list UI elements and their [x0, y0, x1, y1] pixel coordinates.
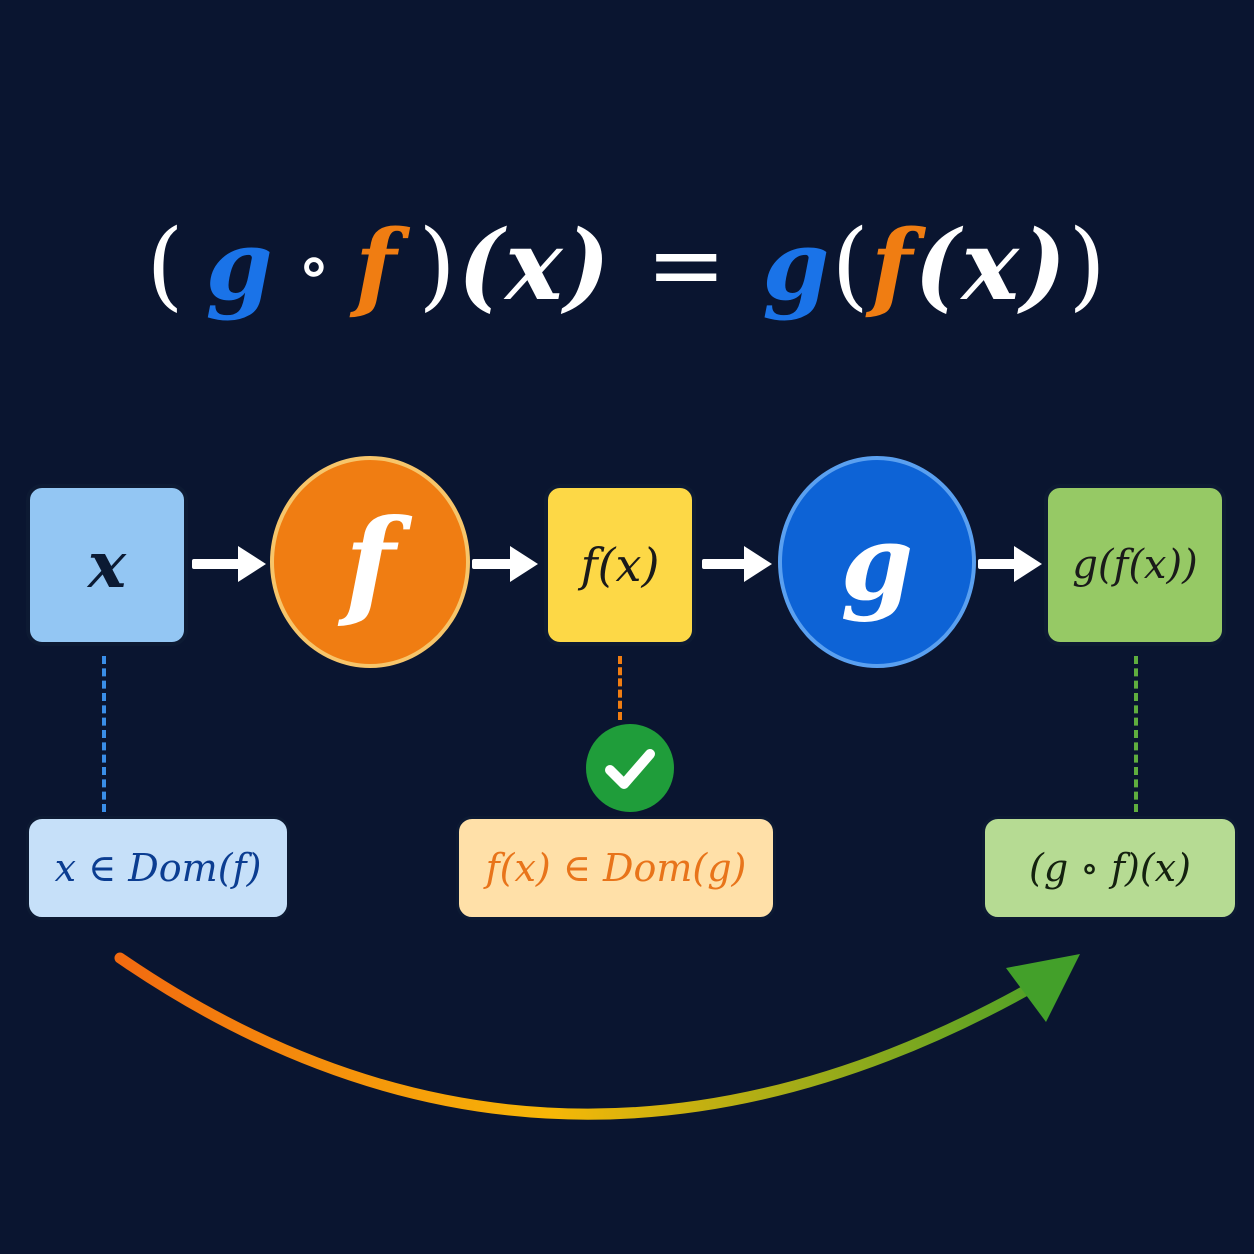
- input-domain-label: x ∈ Dom(f): [26, 816, 290, 920]
- function-f-circle: f: [270, 456, 470, 668]
- formula-g: g: [205, 208, 275, 322]
- arrow-fx-to-g: [702, 546, 772, 582]
- formula-close-paren: ): [418, 209, 458, 321]
- arrow-x-to-f: [192, 546, 266, 582]
- function-g-circle: g: [778, 456, 976, 668]
- input-x-label: x: [87, 527, 127, 603]
- formula-equals: =: [645, 209, 729, 321]
- curve-arrowhead-icon: [1006, 954, 1080, 1022]
- intermediate-fx-box: f(x): [544, 484, 696, 646]
- check-mark-icon: [605, 749, 655, 789]
- intermediate-fx-label: f(x): [580, 538, 660, 592]
- output-gfx-label: g(f(x)): [1072, 542, 1198, 588]
- formula-open-paren-2: (: [831, 209, 871, 321]
- formula-close-paren-2: ): [1068, 209, 1108, 321]
- composition-formula: ( g ∘ f ) (x) = g ( f (x) ): [0, 205, 1254, 325]
- check-circle-icon: [586, 724, 674, 812]
- formula-open-paren: (: [146, 209, 186, 321]
- dashed-connector-input: [102, 656, 106, 812]
- formula-x-argument: (x): [457, 208, 612, 322]
- input-domain-text: x ∈ Dom(f): [54, 846, 262, 890]
- formula-x-inner: (x): [914, 208, 1069, 322]
- arrow-g-to-output: [978, 546, 1042, 582]
- composition-text: (g ∘ f)(x): [1029, 846, 1191, 890]
- intermediate-domain-text: f(x) ∈ Dom(g): [485, 846, 747, 890]
- function-g-label: g: [840, 500, 914, 624]
- composition-label: (g ∘ f)(x): [982, 816, 1238, 920]
- function-f-label: f: [344, 492, 396, 632]
- intermediate-domain-label: f(x) ∈ Dom(g): [456, 816, 776, 920]
- input-x-box: x: [26, 484, 188, 646]
- arrow-f-to-fx: [472, 546, 538, 582]
- formula-f-inner: f: [870, 208, 915, 322]
- curve-path: [114, 952, 1054, 1120]
- formula-g-outer: g: [762, 208, 832, 322]
- formula-f: f: [355, 208, 399, 322]
- output-gfx-box: g(f(x)): [1044, 484, 1226, 646]
- formula-compose-symbol: ∘: [296, 224, 334, 306]
- dashed-connector-intermediate: [618, 656, 622, 720]
- dashed-connector-output: [1134, 656, 1138, 812]
